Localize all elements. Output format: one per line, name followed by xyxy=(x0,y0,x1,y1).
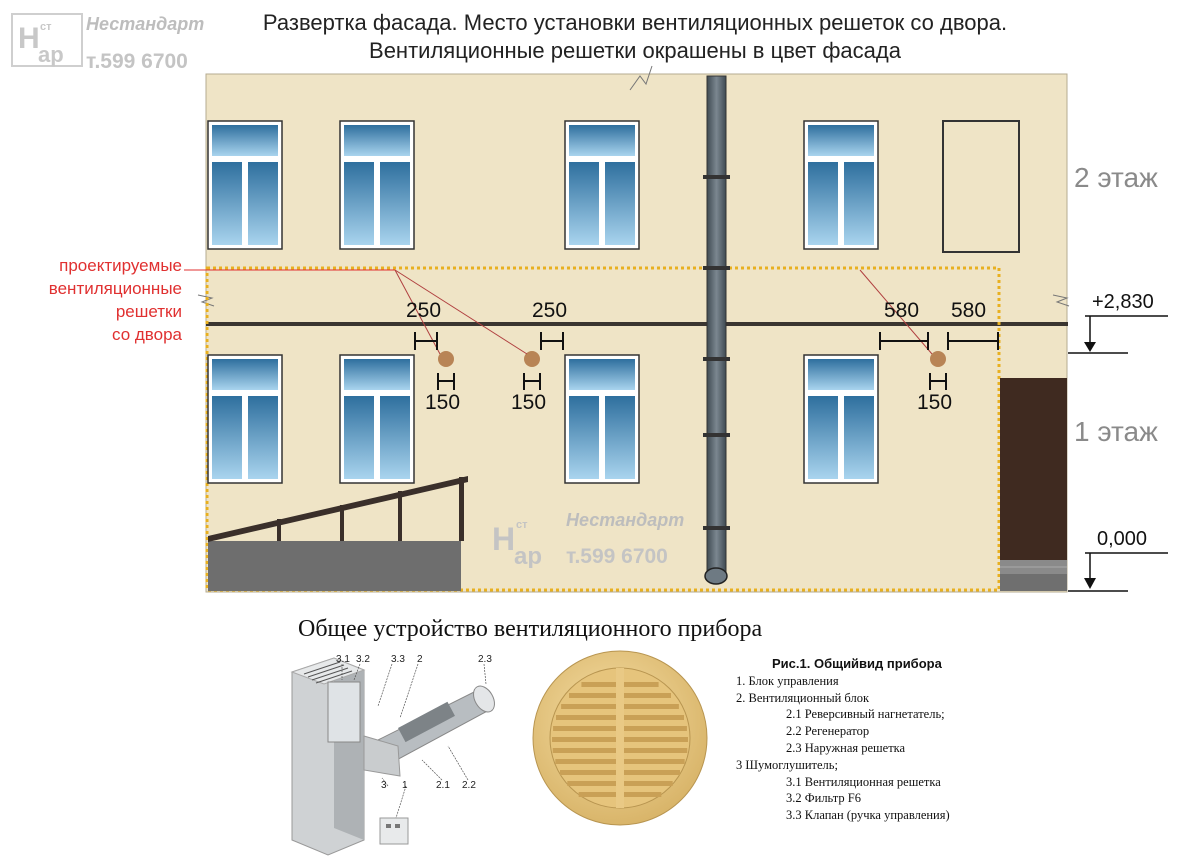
vent-grille-point xyxy=(930,351,946,367)
callout-3-2: 3.2 xyxy=(356,654,370,665)
level-upper: +2,830 xyxy=(1092,291,1154,313)
callout-2-1: 2.1 xyxy=(436,780,450,791)
dim-250-a: 250 xyxy=(406,299,442,322)
dim-150-c: 150 xyxy=(917,391,953,414)
svg-text:ст: ст xyxy=(516,519,528,531)
vent-annotation: проектируемые вентиляционные решетки со … xyxy=(49,254,182,346)
window xyxy=(339,120,415,250)
legend-item: 2.2 Регенератор xyxy=(786,724,870,739)
svg-text:Н: Н xyxy=(18,22,40,55)
watermark-logo: Н ap ст xyxy=(10,12,84,68)
dim-580-a: 580 xyxy=(884,299,920,322)
callout-2-3: 2.3 xyxy=(478,654,492,665)
window xyxy=(207,120,283,250)
legend-item: 2.3 Наружная решетка xyxy=(786,740,906,755)
vent-annotation-line: со двора xyxy=(112,325,182,344)
svg-text:Н: Н xyxy=(492,521,515,557)
watermark-center: Н ap ст xyxy=(490,512,564,573)
window xyxy=(564,120,640,250)
dim-150-b: 150 xyxy=(511,391,547,414)
logo-icon: Н ap ст xyxy=(11,13,83,67)
callout-3-3: 3.3 xyxy=(391,654,405,665)
device-legend: Рис.1. Общийвид прибора 1. Блок управлен… xyxy=(736,656,950,824)
watermark-phone: т.599 6700 xyxy=(86,50,188,73)
facade-drawing xyxy=(184,65,1168,593)
vent-annotation-line: решетки xyxy=(115,302,182,321)
level-ground: 0,000 xyxy=(1097,528,1148,550)
callout-3: 3 xyxy=(381,780,387,791)
legend-item: 3.2 Фильтр F6 xyxy=(786,791,861,806)
logo-icon: Н ap ст xyxy=(492,519,542,570)
entrance-door xyxy=(1000,378,1067,560)
round-grille-illustration xyxy=(532,650,708,826)
floor-label-1: 1 этаж xyxy=(1074,416,1158,447)
section-title: Общее устройство вентиляционного прибора xyxy=(298,616,763,642)
svg-text:ap: ap xyxy=(514,543,542,568)
svg-text:ap: ap xyxy=(38,42,64,67)
device-illustration xyxy=(290,657,495,856)
legend-item: 3.1 Вентиляционная решетка xyxy=(786,774,941,789)
dim-150-a: 150 xyxy=(425,391,461,414)
window xyxy=(564,354,640,484)
vent-grille-point xyxy=(438,351,454,367)
dim-580-b: 580 xyxy=(951,299,987,322)
watermark-brand-center: Нестандарт xyxy=(566,510,685,530)
legend-item: 2.1 Реверсивный нагнетатель; xyxy=(786,707,945,722)
watermark-brand: Нестандарт xyxy=(86,14,205,34)
vent-annotation-line: вентиляционные xyxy=(48,279,182,298)
window xyxy=(803,120,879,250)
drainpipe xyxy=(706,75,727,579)
vent-annotation-line: проектируемые xyxy=(59,256,182,275)
callout-3-1: 3.1 xyxy=(336,654,350,665)
window xyxy=(339,354,415,484)
header-line-1: Развертка фасада. Место установки вентил… xyxy=(262,10,1008,35)
blind-window-frame xyxy=(942,120,1020,253)
callout-2: 2 xyxy=(417,654,423,665)
dim-250-b: 250 xyxy=(532,299,568,322)
watermark-phone-center: т.599 6700 xyxy=(566,545,668,568)
stair-base xyxy=(208,541,461,591)
vent-grille-point xyxy=(524,351,540,367)
header-line-2: Вентиляционные решетки окрашены в цвет ф… xyxy=(369,38,901,63)
callout-1: 1 xyxy=(402,780,408,791)
legend-item: 1. Блок управления xyxy=(736,673,839,688)
callout-2-2: 2.2 xyxy=(462,780,476,791)
vent-zone-outline xyxy=(205,266,1001,592)
floor-label-2: 2 этаж xyxy=(1074,162,1158,193)
legend-item: 3.3 Клапан (ручка управления) xyxy=(786,808,950,823)
legend-title: Рис.1. Общийвид прибора xyxy=(772,656,942,671)
legend-item: 3 Шумоглушитель; xyxy=(736,757,838,772)
svg-text:ст: ст xyxy=(40,21,52,33)
legend-item: 2. Вентиляционный блок xyxy=(736,690,870,705)
window xyxy=(803,354,879,484)
window xyxy=(207,354,283,484)
floor-slab-line xyxy=(206,322,1068,326)
